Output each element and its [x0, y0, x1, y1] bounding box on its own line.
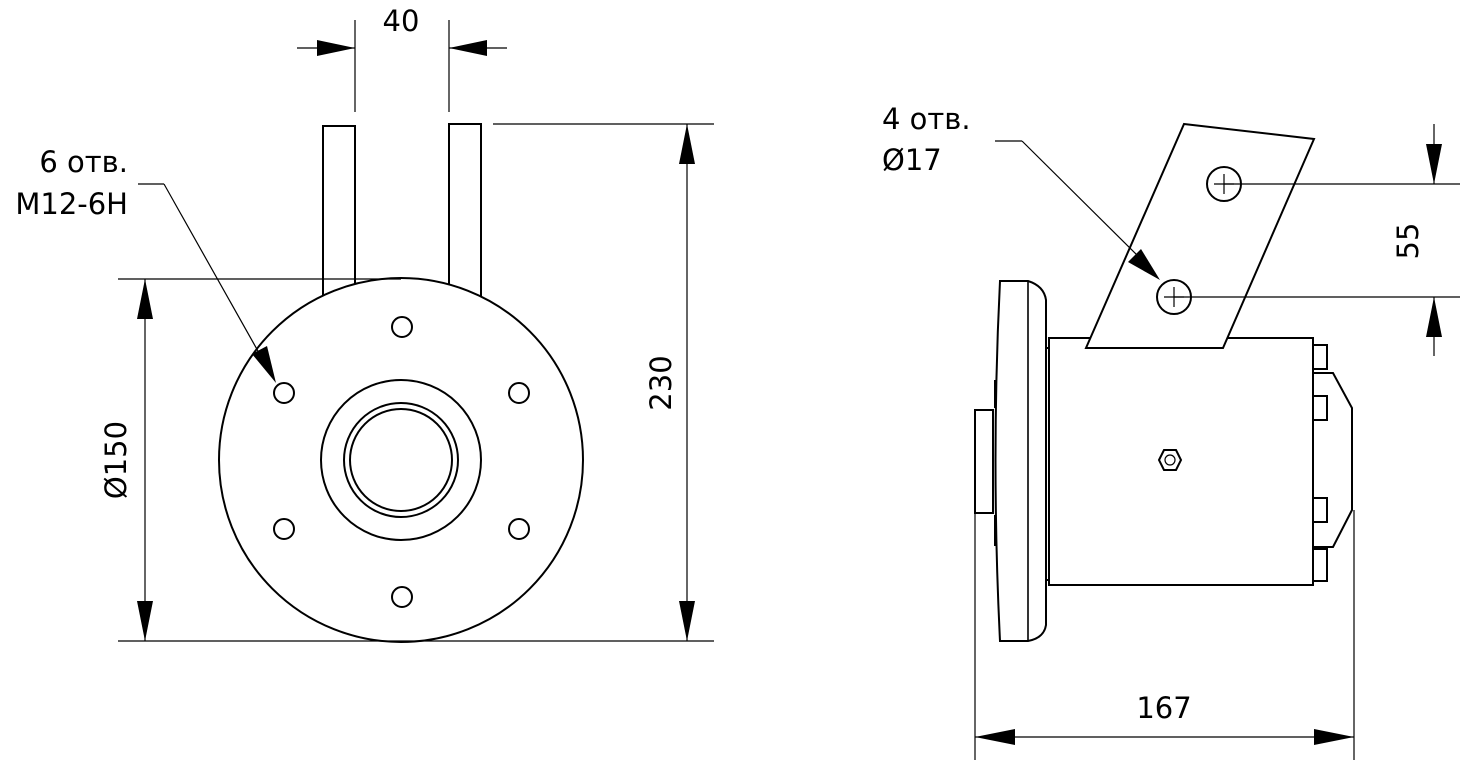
bolt-head	[1312, 395, 1328, 421]
hole-callout-count-side: 4 отв.	[882, 102, 971, 136]
back-pad	[974, 409, 994, 514]
bolt-head	[1312, 497, 1328, 523]
cap-bolts	[1312, 344, 1328, 582]
threaded-hole	[508, 382, 530, 404]
dimension-label-total-height: 230	[644, 355, 678, 410]
threaded-hole	[391, 316, 413, 338]
front-view: 40 230 Ø150 6 отв. M12-6H	[15, 4, 714, 643]
dimension-label-hole-spacing: 55	[1391, 223, 1425, 260]
threaded-hole-callout: 6 отв. M12-6H	[15, 145, 276, 383]
dimension-167: 167	[974, 510, 1355, 760]
hub-outer-circle	[320, 379, 482, 541]
hub-middle-circle	[343, 402, 459, 518]
threaded-hole	[391, 586, 413, 608]
flange-outline	[218, 277, 584, 643]
bore-circle	[349, 408, 453, 512]
hole-callout-count-front: 6 отв.	[39, 145, 128, 179]
right-tube	[448, 123, 482, 297]
dimension-230: 230	[118, 123, 714, 642]
bolt-head	[1312, 344, 1328, 370]
threaded-holes	[273, 316, 530, 608]
mounting-bracket	[1084, 122, 1316, 349]
left-tube	[322, 125, 356, 297]
hole-callout-thread-spec: M12-6H	[15, 187, 128, 221]
grease-fitting	[1157, 449, 1183, 471]
dimension-label-total-length: 167	[1136, 691, 1191, 725]
bolt-head	[1312, 548, 1328, 582]
bracket-hole-callout: 4 отв. Ø17	[882, 102, 1160, 280]
side-view: 4 отв. Ø17 55 167	[882, 102, 1460, 760]
dimension-label-flange-diameter: Ø150	[99, 421, 133, 499]
threaded-hole	[273, 382, 295, 404]
dimension-55: 55	[1174, 124, 1460, 356]
dimension-150: Ø150	[99, 278, 401, 641]
threaded-hole	[273, 518, 295, 540]
threaded-hole	[508, 518, 530, 540]
dimension-40: 40	[297, 4, 507, 112]
hole-callout-diameter: Ø17	[882, 143, 942, 177]
flange-side-profile	[994, 280, 1047, 642]
dimension-label-tube-spacing: 40	[383, 4, 420, 38]
